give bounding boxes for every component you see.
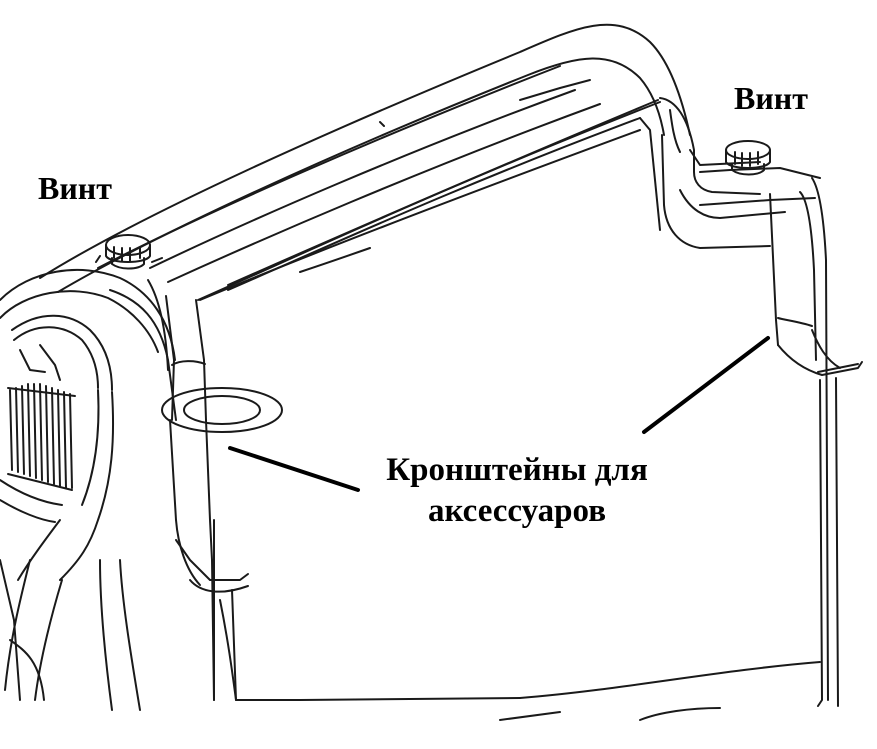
- leader-lines: [228, 336, 770, 492]
- screw-label-left: Винт: [38, 170, 112, 206]
- left-screw-icon: [95, 234, 163, 270]
- device-panel: [213, 117, 821, 721]
- left-accessory-bracket: [161, 387, 283, 433]
- accessory-brackets-label-line2: аксессуаров: [427, 493, 607, 530]
- right-screw-icon: [725, 140, 771, 176]
- device-body-left: [0, 268, 177, 711]
- right-side-frame: [769, 177, 863, 707]
- screw-label-right: Винт: [734, 80, 808, 116]
- carry-handle: [39, 23, 691, 301]
- accessory-brackets-label: Кронштейны для аксессуаров: [342, 450, 692, 533]
- accessory-brackets-label-line1: Кронштейны для: [386, 452, 648, 488]
